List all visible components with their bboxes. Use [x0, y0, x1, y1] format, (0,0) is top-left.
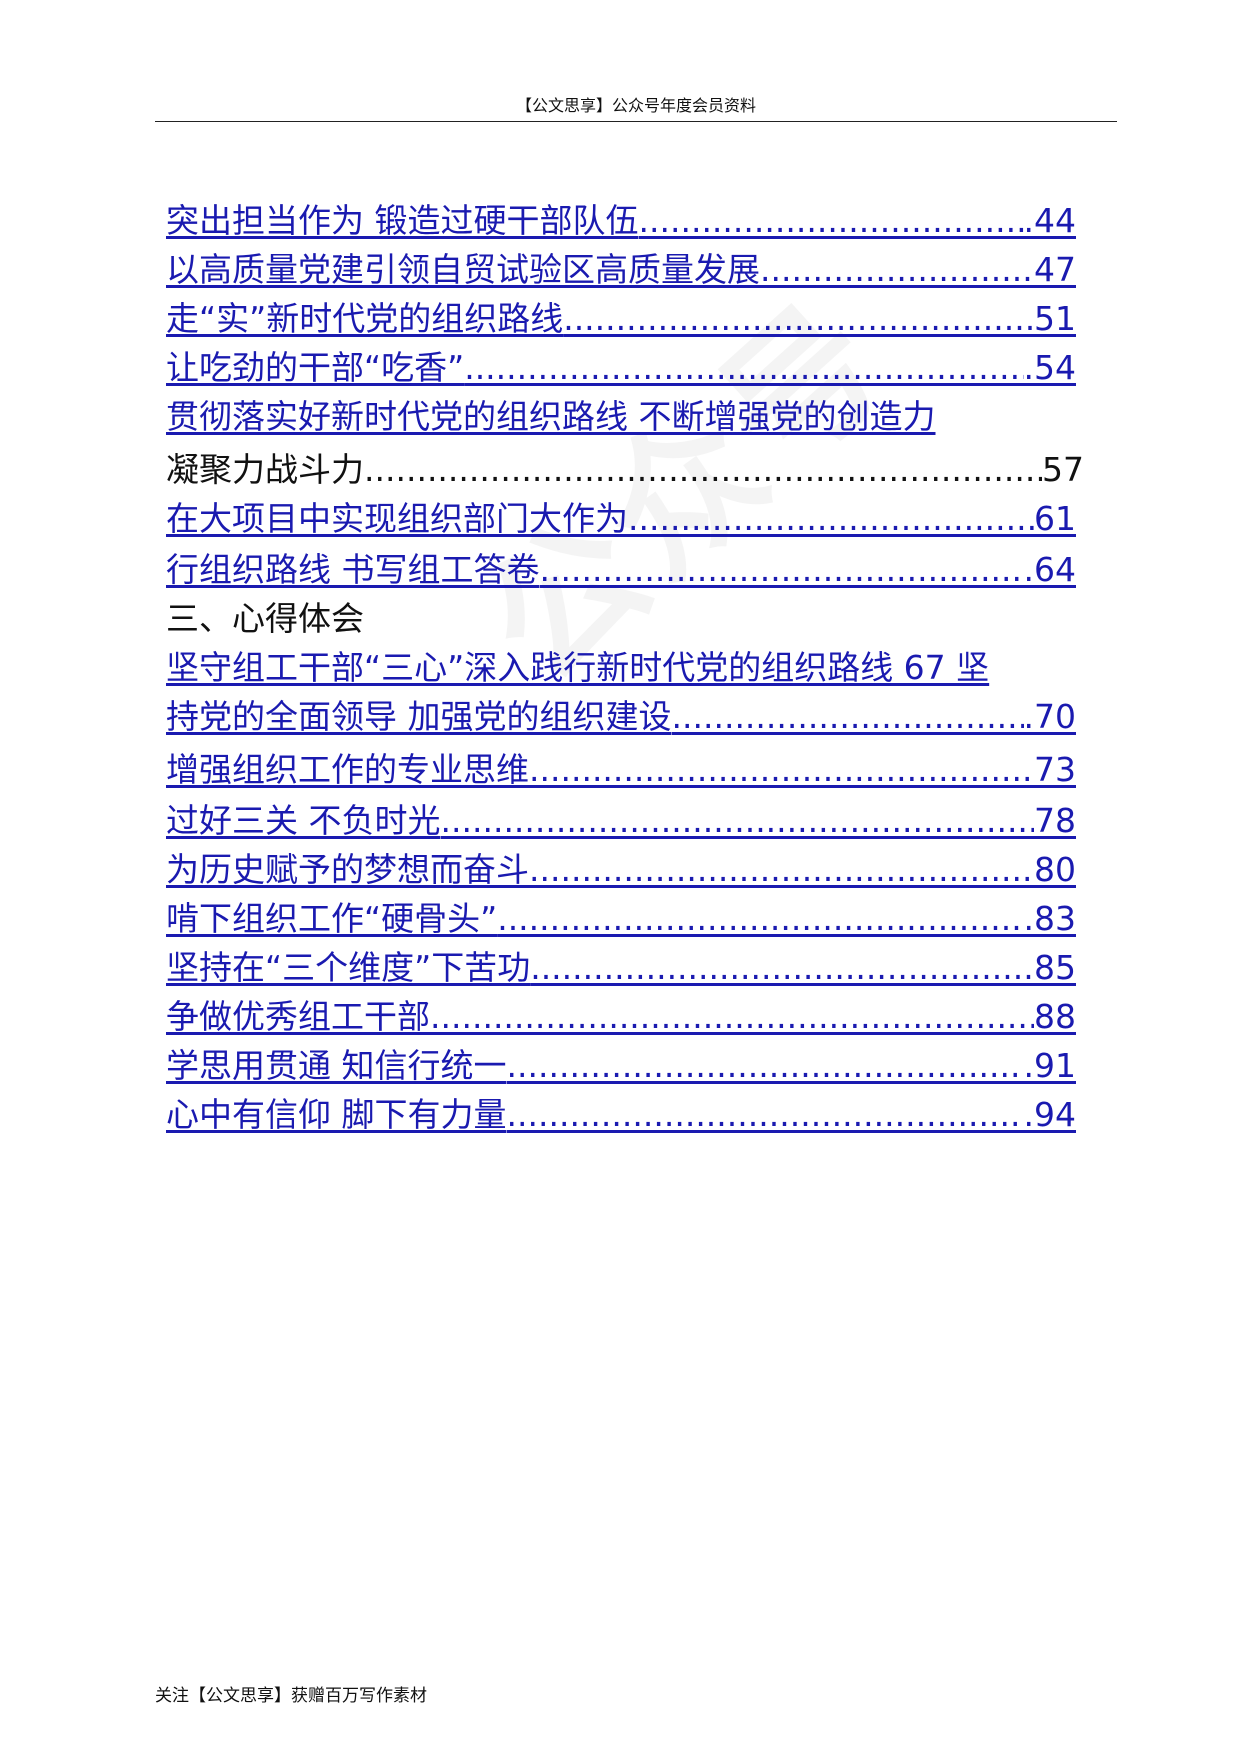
toc-entry-title: 突出担当作为 锻造过硬干部队伍	[166, 201, 639, 240]
toc-entry-page: 47	[1034, 250, 1076, 289]
page-footer: 关注【公文思享】获赠百万写作素材	[155, 1686, 427, 1706]
toc-entry-page: 57	[1042, 450, 1084, 489]
dot-leader	[540, 547, 1024, 593]
toc-entry-page: 61	[1034, 499, 1076, 538]
toc-entry[interactable]: 坚持在“三个维度”下苦功 85	[166, 945, 1076, 991]
toc-entry-title: 增强组织工作的专业思维	[166, 750, 529, 789]
toc-entry-page: 78	[1034, 801, 1076, 840]
toc-entry-page: 80	[1034, 850, 1076, 889]
toc-entry[interactable]: 行组织路线 书写组工答卷 .64	[166, 547, 1076, 593]
toc-entry-title: 在大项目中实现组织部门大作为	[166, 499, 628, 538]
dot-leader	[628, 496, 1034, 542]
toc-entry-title: 为历史赋予的梦想而奋斗	[166, 850, 529, 889]
toc-entry[interactable]: 增强组织工作的专业思维 73	[166, 747, 1076, 793]
dot-leader	[430, 994, 1034, 1040]
dot-leader	[530, 945, 1034, 991]
toc-entry-title: 以高质量党建引领自贸试验区高质量发展	[166, 250, 760, 289]
toc-entry[interactable]: 学思用贯通 知信行统一 .91	[166, 1043, 1076, 1089]
dot-leader	[441, 798, 1035, 844]
toc-entry[interactable]: 过好三关 不负时光 78	[166, 798, 1076, 844]
toc-entry-page: .64	[1023, 550, 1076, 589]
toc-entry-page: 73	[1034, 750, 1076, 789]
toc-entry[interactable]: 以高质量党建引领自贸试验区高质量发展 47	[166, 247, 1076, 293]
dot-leader	[529, 847, 1034, 893]
toc-entry-page: 88	[1034, 997, 1076, 1036]
toc-entry[interactable]: 让吃劲的干部“吃香” .54	[166, 345, 1076, 391]
toc-entry[interactable]: 啃下组织工作“硬骨头” .83	[166, 896, 1076, 942]
toc-entry-title: 心中有信仰 脚下有力量	[166, 1095, 507, 1134]
section-heading: 三、心得体会	[166, 599, 364, 638]
toc-entry[interactable]: 走“实”新时代党的组织路线 51	[166, 296, 1076, 342]
dot-leader	[464, 345, 1023, 391]
toc-entry-page: .44	[1023, 201, 1076, 240]
toc-entry-title: 过好三关 不负时光	[166, 801, 441, 840]
dot-leader	[672, 694, 1024, 740]
toc-entry-title: 行组织路线 书写组工答卷	[166, 550, 540, 589]
toc-entry-title-wrapped[interactable]: 坚守组工干部“三心”深入践行新时代党的组织路线 67 坚	[166, 648, 990, 687]
toc-entry[interactable]: 争做优秀组工干部 88	[166, 994, 1076, 1040]
toc-entry-title: 走“实”新时代党的组织路线	[166, 299, 564, 338]
dot-leader	[364, 447, 1042, 493]
toc-entry[interactable]: 凝聚力战斗力 57	[166, 447, 1084, 493]
header-divider	[155, 121, 1117, 122]
toc-entry-title: 持党的全面领导 加强党的组织建设	[166, 697, 672, 736]
dot-leader	[639, 198, 1024, 244]
toc-entry-title: 学思用贯通 知信行统一	[166, 1046, 507, 1085]
toc-entry-page: .83	[1023, 899, 1076, 938]
toc-entry[interactable]: 心中有信仰 脚下有力量 .94	[166, 1092, 1076, 1138]
toc-entry-title-wrapped[interactable]: 贯彻落实好新时代党的组织路线 不断增强党的创造力	[166, 397, 936, 436]
toc-entry[interactable]: 为历史赋予的梦想而奋斗 80	[166, 847, 1076, 893]
toc-entry-page: .94	[1023, 1095, 1076, 1134]
dot-leader	[497, 896, 1023, 942]
toc-entry-page: 85	[1034, 948, 1076, 987]
page-header: 【公文思享】公众号年度会员资料	[515, 96, 756, 115]
toc-entry-page: .54	[1023, 348, 1076, 387]
toc-entry-page: .91	[1023, 1046, 1076, 1085]
toc-entry[interactable]: 在大项目中实现组织部门大作为 61	[166, 496, 1076, 542]
toc-entry-page: .70	[1023, 697, 1076, 736]
toc-entry-title: 凝聚力战斗力	[166, 450, 364, 489]
toc-entry-title: 啃下组织工作“硬骨头”	[166, 899, 498, 938]
toc-entry-page: 51	[1034, 299, 1076, 338]
dot-leader	[760, 247, 1034, 293]
dot-leader	[507, 1043, 1024, 1089]
toc-entry[interactable]: 突出担当作为 锻造过硬干部队伍 .44	[166, 198, 1076, 244]
toc-entry[interactable]: 持党的全面领导 加强党的组织建设 .70	[166, 694, 1076, 740]
toc-entry-title: 争做优秀组工干部	[166, 997, 430, 1036]
dot-leader	[563, 296, 1034, 342]
toc-entry-title: 让吃劲的干部“吃香”	[166, 348, 465, 387]
dot-leader	[507, 1092, 1024, 1138]
dot-leader	[529, 747, 1034, 793]
toc-entry-title: 坚持在“三个维度”下苦功	[166, 948, 531, 987]
